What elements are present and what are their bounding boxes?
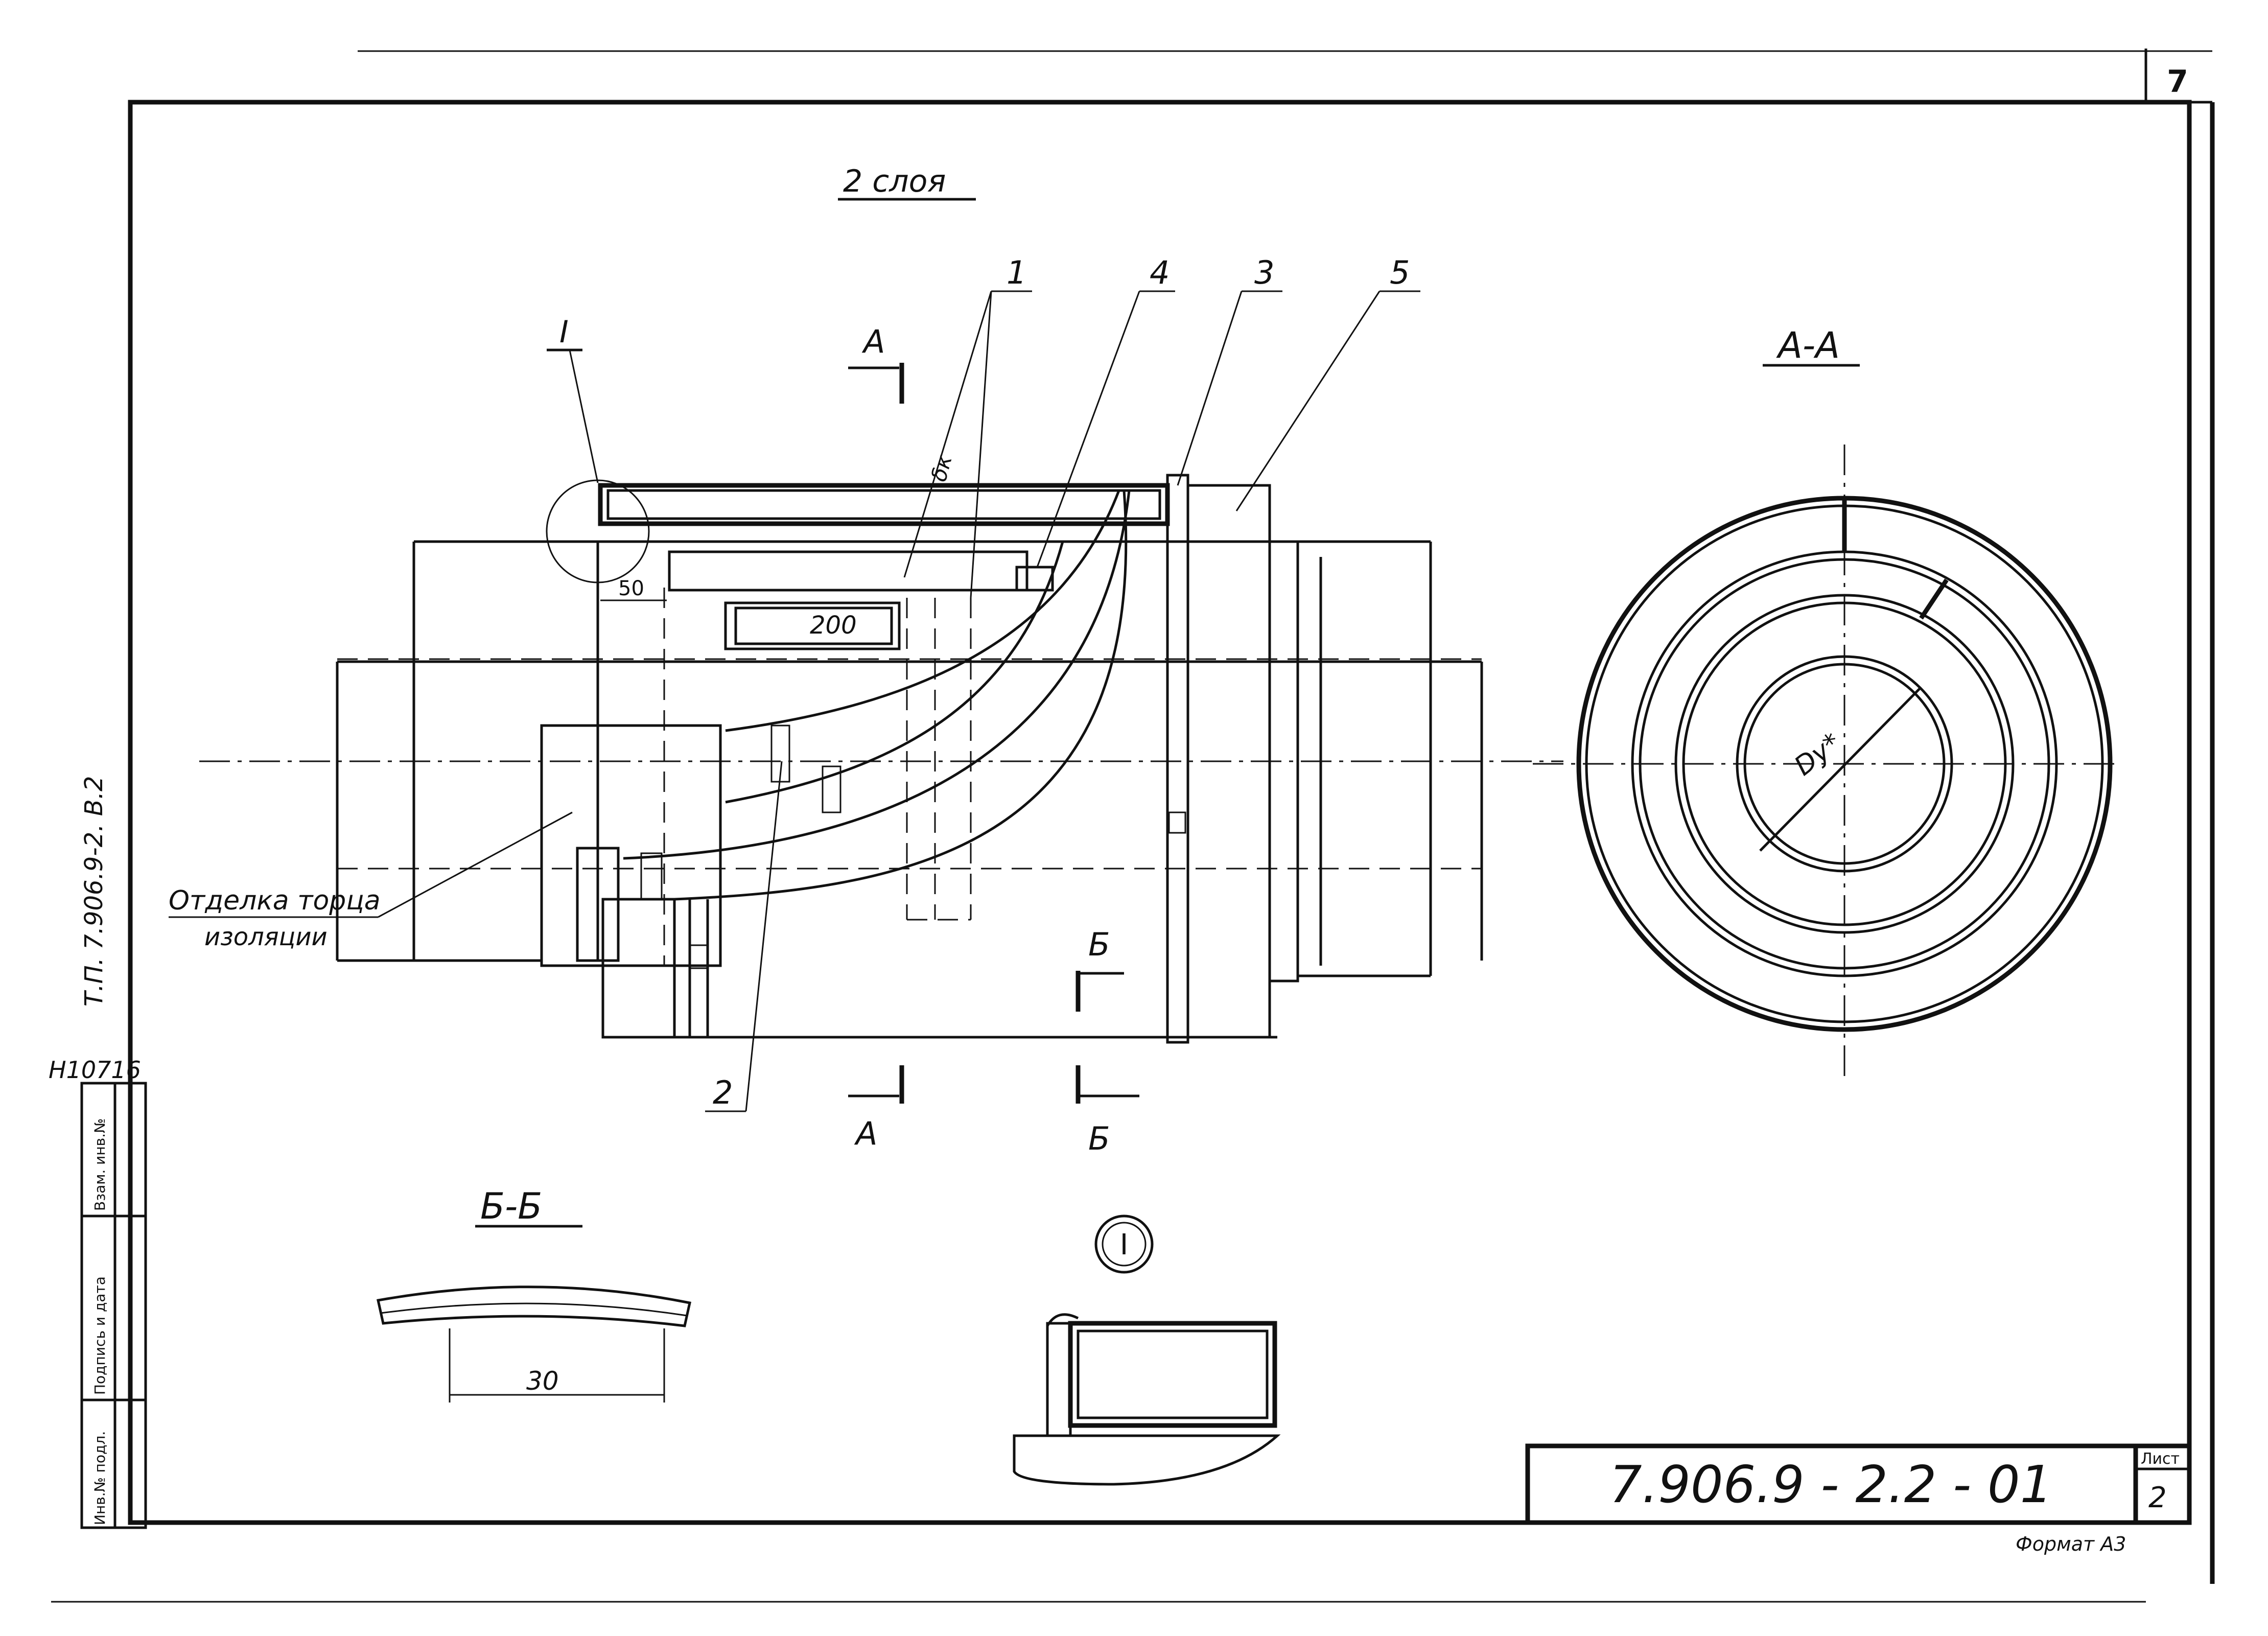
detail-i-title: I — [1120, 1228, 1129, 1261]
section-marker-b-top — [1075, 971, 1124, 1012]
section-b-bottom-label: Б — [1088, 1120, 1110, 1157]
stamp-cell-inv-podl: Инв.№ подл. — [91, 1431, 108, 1525]
sheet-number: 2 — [2148, 1481, 2167, 1514]
section-bb-view — [376, 1286, 691, 1403]
dim-50: 50 — [618, 577, 644, 600]
section-aa-title: А-А — [1776, 324, 1840, 366]
callout-3: 3 — [1254, 254, 1274, 291]
section-marker-a-top — [848, 363, 904, 404]
callout-2: 2 — [713, 1074, 733, 1111]
left-stamp-column — [80, 1082, 147, 1529]
note-end-finish-line1: Отделка торца — [169, 885, 381, 916]
side-vertical-text: Т.П. 7.906.9-2. В.2 — [80, 776, 108, 1007]
document-code: 7.906.9 - 2.2 - 01 — [1609, 1455, 2052, 1514]
sheet-frame — [51, 49, 2215, 1603]
dim-30: 30 — [526, 1366, 559, 1396]
section-b-top-label: Б — [1088, 926, 1110, 963]
archive-number: Н10716 — [49, 1056, 141, 1084]
section-marker-b-bottom — [1075, 1065, 1139, 1104]
callout-4: 4 — [1150, 254, 1170, 291]
title-block — [1525, 1443, 2192, 1525]
sheet-label: Лист — [2141, 1450, 2180, 1468]
section-a-bottom-label: А — [854, 1115, 877, 1152]
stamp-cell-podpis: Подпись и дата — [91, 1276, 108, 1395]
callout-1: 1 — [1007, 254, 1026, 291]
section-bb-title: Б-Б — [480, 1185, 542, 1227]
title-layers: 2 слоя — [843, 163, 946, 199]
section-aa-view — [1533, 445, 2120, 1083]
dim-dy: Dу* — [1789, 727, 1846, 782]
section-marker-a-bottom — [848, 1065, 904, 1104]
format-label: Формат А3 — [2016, 1533, 2126, 1555]
sheet-corner-number: 7 — [2167, 64, 2188, 100]
stamp-cell-vzam: Взам. инв.№ — [91, 1118, 108, 1211]
detail-i-circle — [1094, 1214, 1154, 1274]
main-assembly-view — [199, 474, 1563, 1044]
dim-200: 200 — [810, 611, 857, 640]
dim-delta: δк — [926, 452, 957, 484]
callout-5: 5 — [1390, 254, 1410, 291]
note-end-finish-line2: изоляции — [204, 923, 328, 951]
section-mark-i: I — [559, 314, 569, 350]
detail-i-view — [1013, 1313, 1281, 1486]
section-a-top-label: А — [861, 323, 885, 360]
